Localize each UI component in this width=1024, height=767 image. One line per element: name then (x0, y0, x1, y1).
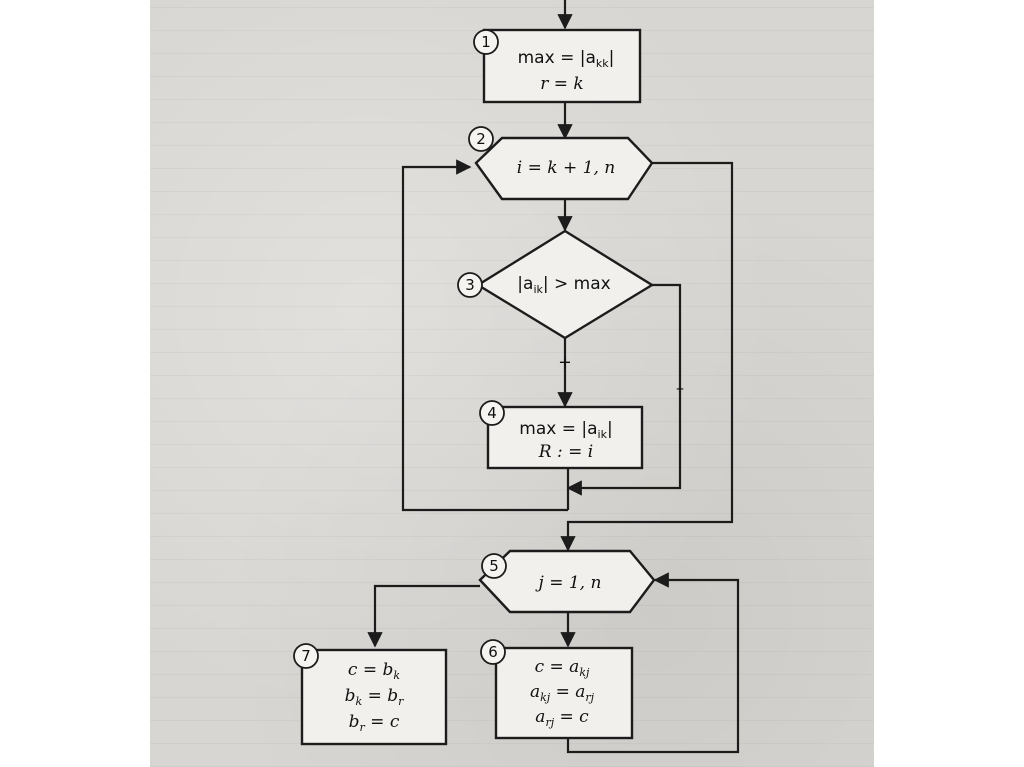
block-6-rect (494, 646, 634, 740)
block-1-line-2: r = k (540, 74, 583, 94)
connectors (367, 0, 740, 754)
block-6-swap-rows: 6 c = akj akj = arj arj = c (480, 639, 634, 740)
block-7-number-circle (293, 643, 319, 669)
branch-label-yes: + (558, 353, 571, 372)
block-6-line-1: c = akj (535, 657, 590, 679)
arrow-2-exit-to-5 (560, 161, 734, 552)
block-2-number-circle (468, 126, 494, 152)
block-1-number-circle (473, 29, 499, 55)
block-7-line-2: bk = br (345, 686, 405, 708)
block-3-diamond (475, 229, 655, 340)
block-1-number: 1 (481, 33, 491, 51)
block-7-line-3: br = c (349, 712, 400, 734)
scanned-page: 1 max = |akk| r = k 2 i = k + 1, n 3 |ai… (150, 0, 874, 767)
block-4-line-1: max = |aik| (519, 419, 612, 441)
block-4-update-max: 4 max = |aik| R : = i (479, 400, 644, 470)
block-2-label: i = k + 1, n (517, 158, 615, 178)
block-4-rect (486, 405, 644, 470)
block-6-number: 6 (488, 643, 498, 661)
block-7-number: 7 (301, 647, 311, 665)
arrow-loop-back-2 (401, 159, 568, 512)
block-7-line-1: c = bk (348, 660, 400, 682)
block-6-number-circle (480, 639, 506, 665)
block-2-hexagon (474, 136, 654, 201)
block-2-number: 2 (476, 130, 486, 148)
block-5-loop-j: 5 j = 1, n (478, 549, 656, 614)
block-3-compare: 3 |aik| > max (457, 229, 655, 340)
block-2-loop-i: 2 i = k + 1, n (468, 126, 654, 201)
block-1-assign-max: 1 max = |akk| r = k (473, 28, 642, 104)
block-3-number-circle (457, 272, 483, 298)
block-7-rect (300, 648, 448, 746)
block-5-label: j = 1, n (535, 573, 602, 593)
flowchart: 1 max = |akk| r = k 2 i = k + 1, n 3 |ai… (293, 0, 740, 754)
block-4-line-2: R : = i (538, 442, 593, 462)
block-1-rect (482, 28, 642, 104)
arrow-3-no-bypass (566, 283, 682, 496)
block-3-number: 3 (465, 276, 475, 294)
arrow-loop-back-5 (566, 572, 740, 754)
block-4-number: 4 (487, 404, 497, 422)
block-1-line-1: max = |akk| (518, 48, 615, 70)
block-3-condition: |aik| > max (517, 274, 610, 296)
block-5-number: 5 (489, 557, 499, 575)
block-4-number-circle (479, 400, 505, 426)
branch-label-no: – (676, 379, 684, 398)
block-5-number-circle (481, 553, 507, 579)
arrow-5-to-7 (367, 584, 480, 648)
block-6-line-2: akj = arj (530, 682, 595, 704)
block-7-swap-b: 7 c = bk bk = br br = c (293, 643, 448, 746)
block-5-hexagon (478, 549, 656, 614)
block-6-line-3: arj = c (535, 707, 589, 729)
